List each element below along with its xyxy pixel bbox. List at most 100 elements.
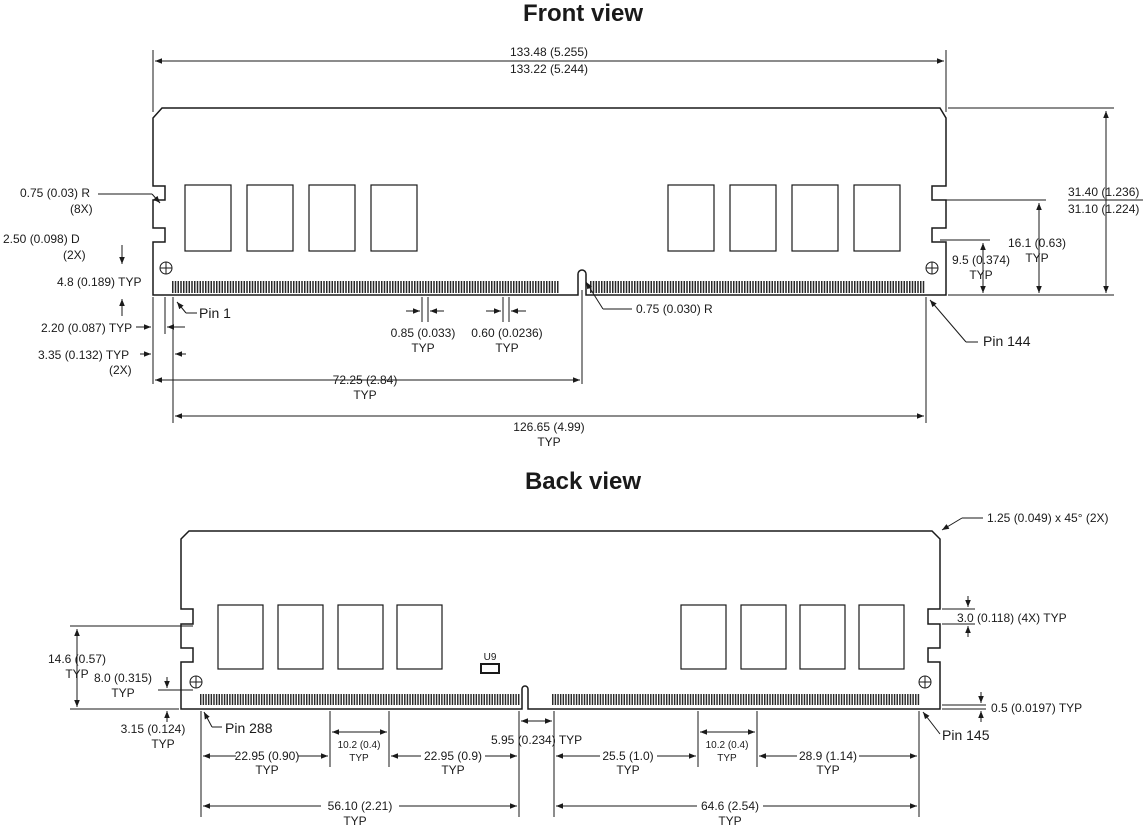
contact-pin [265,281,268,293]
contact-pin [472,694,475,705]
contact-pin [485,281,488,293]
contact-pin [795,694,798,705]
front-side-notch-height: 16.1 (0.63) [1008,236,1066,250]
contact-pin [196,281,199,293]
contact-pin [901,694,904,705]
contact-pin [876,281,878,293]
contact-pin [475,694,478,705]
contact-pin [753,694,755,705]
contact-pin [917,694,920,705]
back-mounting-hole [918,675,932,689]
contact-pin [507,281,510,293]
contact-pin [389,281,391,293]
contact-pin [417,694,419,705]
contact-pin [757,281,760,293]
contact-pin [689,694,692,705]
contact-pin [257,281,259,293]
contact-pin [642,281,644,293]
contact-pin [681,694,684,705]
contact-pin [655,694,657,705]
contact-pin [756,694,758,705]
contact-pin [647,281,650,293]
front-mounting-hole [925,261,939,275]
contact-pin [366,694,369,705]
contact-pin [917,281,919,293]
contact-pin [250,694,252,705]
contact-pin [245,694,247,705]
contact-pin [615,694,618,705]
contact-pin [174,281,177,293]
contact-pin [483,694,486,705]
contact-pin [213,694,215,705]
contact-pin [705,694,708,705]
contact-pin [848,694,851,705]
contact-pin [496,694,499,705]
contact-pin [903,281,906,293]
contact-pin [529,281,532,293]
contact-pin [603,281,606,293]
contact-pin [554,281,556,293]
contact-pin [185,281,188,293]
contact-pin [551,281,554,293]
contact-pin [401,694,403,705]
contact-pin [353,694,356,705]
contact-pin [172,281,174,293]
back-edge-gap-typ: TYP [151,737,174,751]
contact-pin [612,694,615,705]
contact-pin [729,694,732,705]
contact-pin [290,694,292,705]
contact-pin [799,281,801,293]
contact-pin [454,694,456,705]
contact-pin [680,281,683,293]
contact-pin [730,281,732,293]
contact-pin [335,694,337,705]
contact-pin [329,694,332,705]
chip [667,184,715,252]
contact-pin [348,694,350,705]
contact-pin [763,281,765,293]
contact-pin [332,694,334,705]
chip [308,184,356,252]
contact-pin [449,694,451,705]
contact-pin [774,281,776,293]
contact-pin [867,281,870,293]
contact-pin [744,281,746,293]
contact-pin [856,281,859,293]
contact-pin [606,281,609,293]
back-left-seg2: 22.95 (0.9) [424,749,482,763]
contact-pin [247,694,250,705]
contact-pin [372,694,374,705]
contact-pin [438,281,441,293]
contact-pin [443,694,446,705]
contact-pin [673,694,676,705]
contact-pin [231,694,234,705]
contact-pin [620,694,623,705]
contact-pin [408,281,411,293]
contact-pin [592,281,595,293]
contact-pin [785,694,787,705]
contact-pin [691,281,694,293]
contact-pin [353,281,356,293]
contact-pin [766,694,769,705]
contact-pin [303,694,305,705]
contact-pin [361,281,364,293]
front-pin-offset: 3.35 (0.132) TYP [38,348,129,362]
contact-pin [218,694,221,705]
back-notch-height: 3.0 (0.118) (4X) TYP [957,611,1067,625]
contact-pin [760,281,763,293]
back-left-seg1: 22.95 (0.90) [235,749,300,763]
contact-pin [766,281,768,293]
contact-pin [639,281,642,293]
contact-pin [642,694,644,705]
contact-pin [656,281,658,293]
contact-pin [491,281,493,293]
contact-pin [788,281,790,293]
back-key-width: 5.95 (0.234) TYP [491,733,582,747]
contact-pin [180,281,182,293]
contact-pin [518,281,521,293]
contact-pin [369,694,372,705]
contact-pin [216,281,218,293]
contact-pin [385,694,387,705]
contact-pin [480,694,483,705]
contact-pin [478,694,480,705]
